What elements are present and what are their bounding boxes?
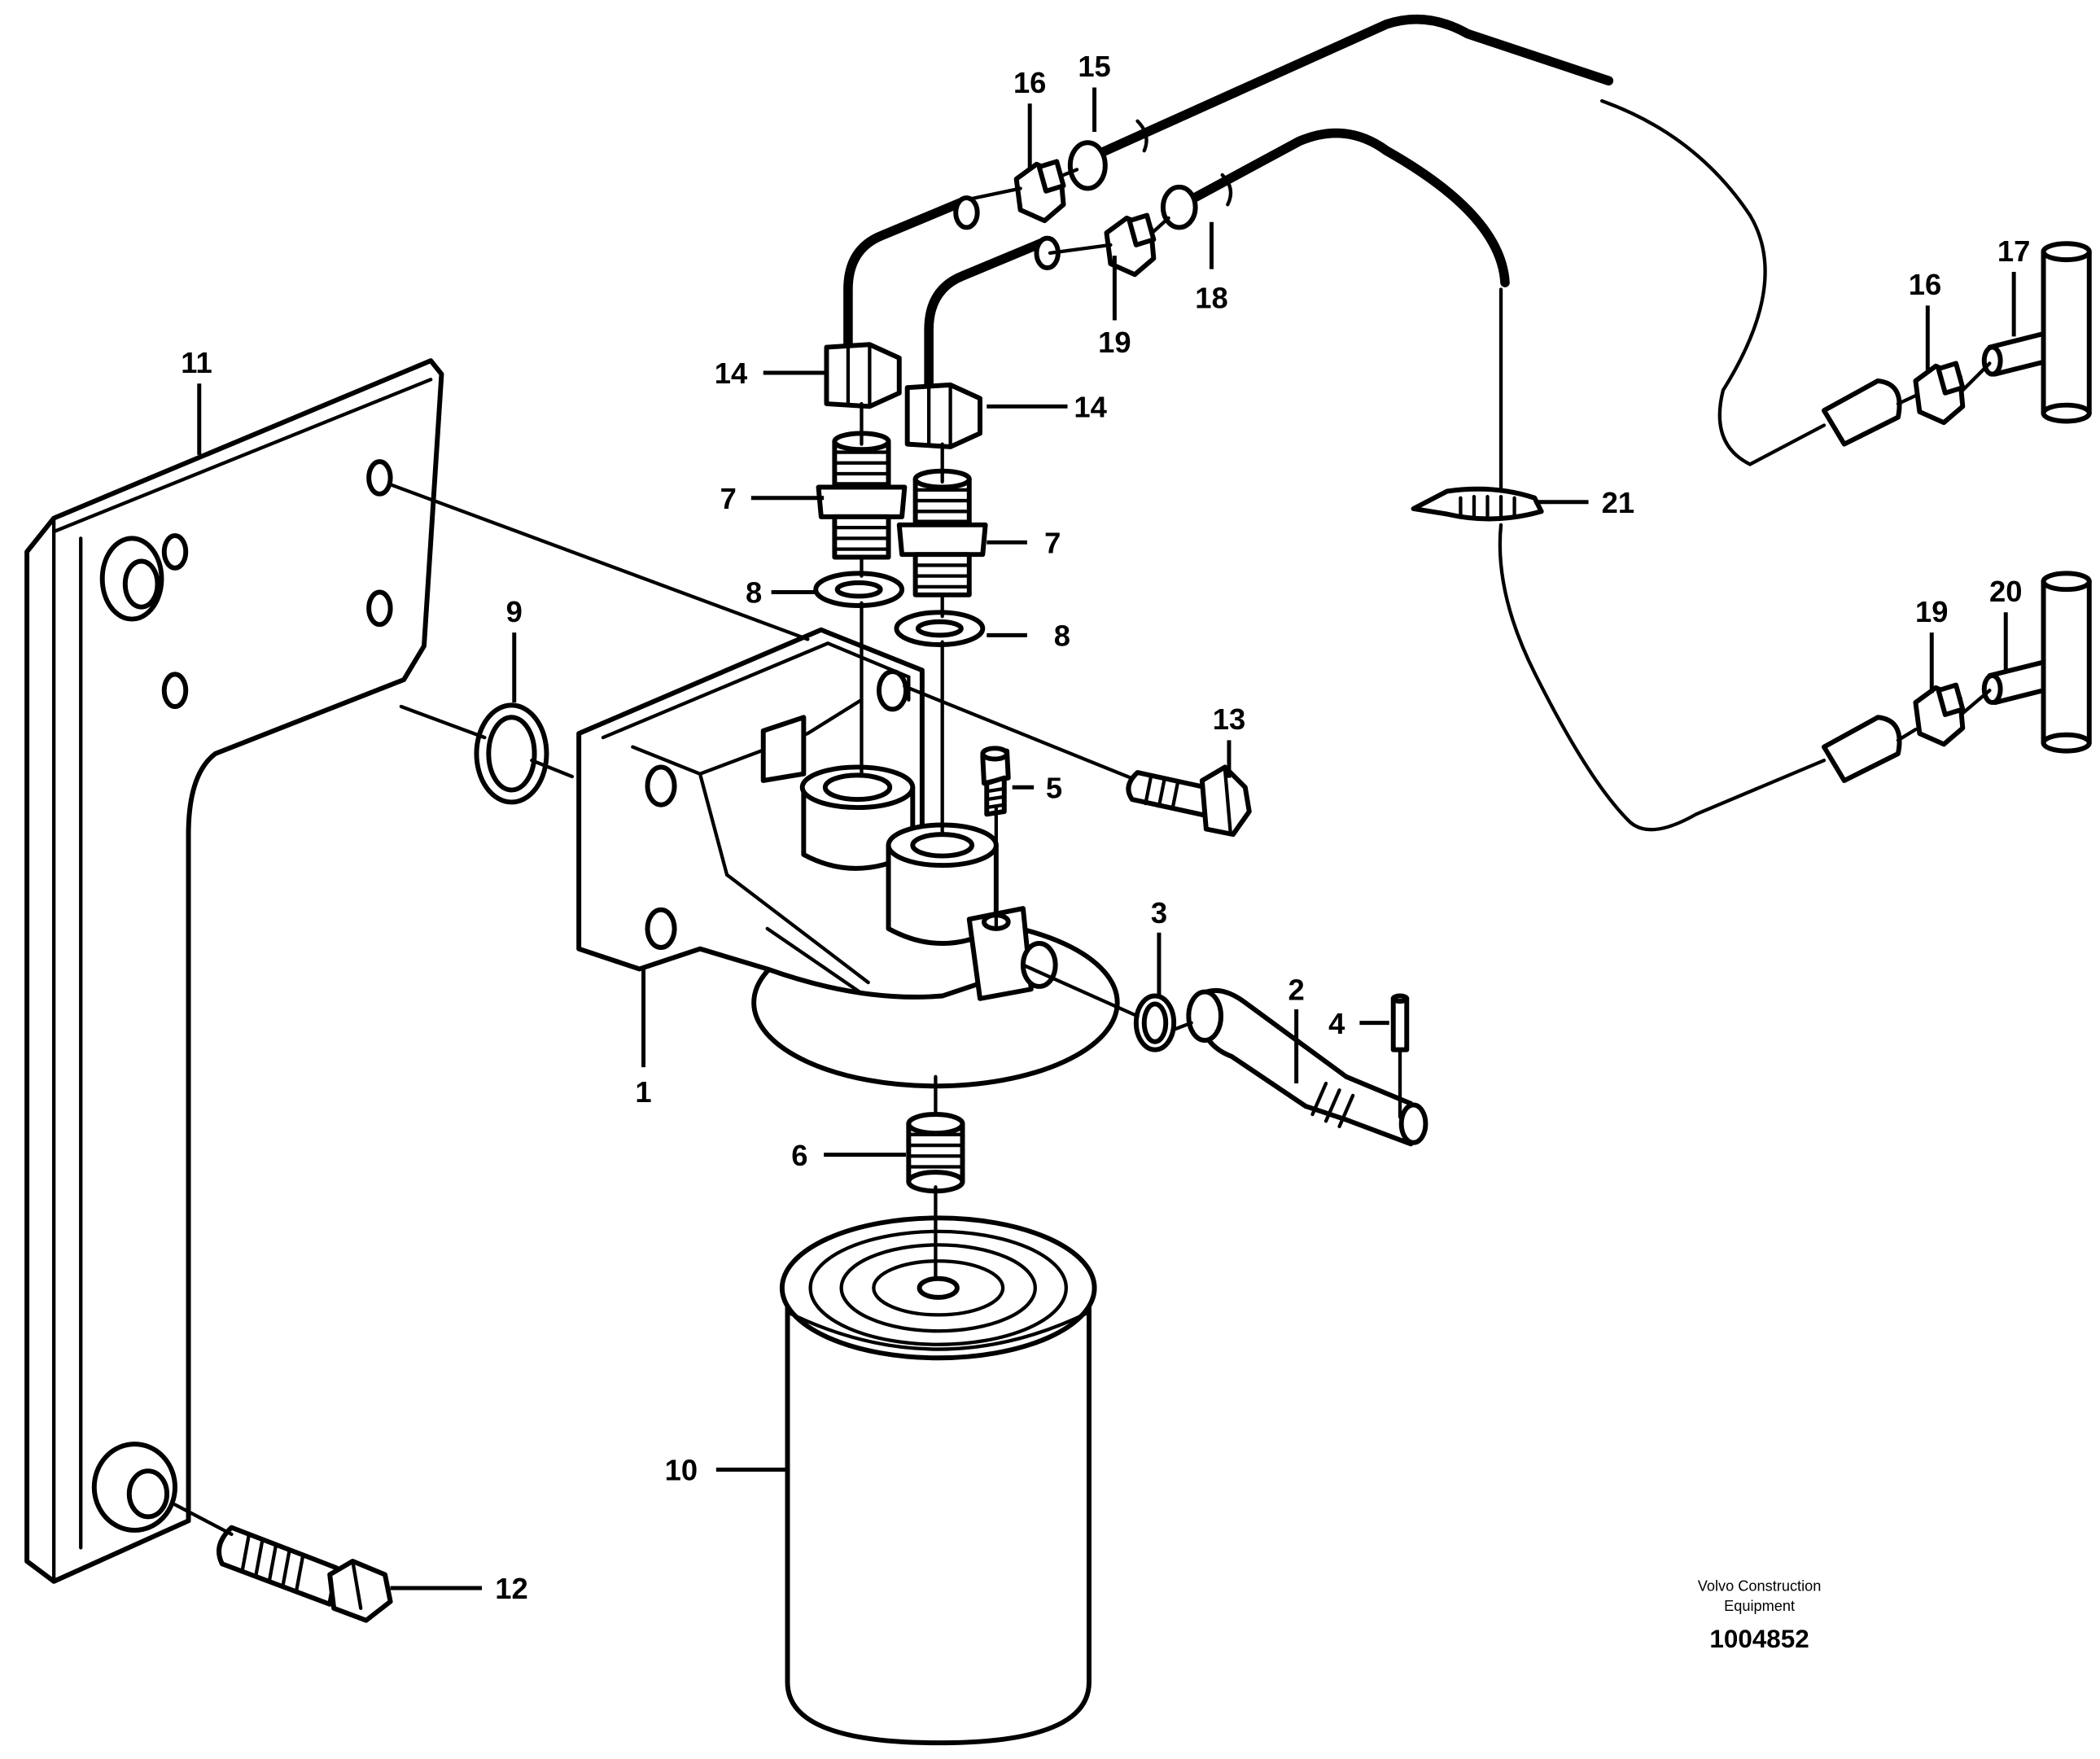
- callout-3: 3: [1151, 896, 1167, 930]
- hose-clamp-right-upper-part: [1913, 361, 1966, 426]
- callout-16-upper: 16: [1013, 66, 1046, 99]
- callout-labels: 1 2 3 4 5 6 7 7 8 8 9 10 11 12 13 14 14 …: [181, 50, 2030, 1605]
- callout-7-right: 7: [1044, 527, 1061, 560]
- hose-end-right-upper-part: [1821, 378, 1902, 447]
- mounting-bracket-part: [24, 358, 444, 1584]
- cable-tie-part: [1411, 486, 1544, 522]
- adapter-nipple-left-part: [816, 431, 908, 560]
- pin-part: [1390, 993, 1410, 1052]
- sealing-washer-right-part: [894, 610, 986, 647]
- o-ring-small-part: [1133, 993, 1177, 1052]
- callout-leader-lines: [197, 87, 2016, 1591]
- brand-line-1: Volvo Construction: [1698, 1577, 1822, 1594]
- tee-connector-upper-part: [1981, 241, 2092, 424]
- callout-7-left: 7: [720, 482, 737, 515]
- hose-clamp-lower-part: [1104, 212, 1157, 278]
- callout-18: 18: [1195, 282, 1227, 315]
- flange-bolt-part: [1126, 764, 1252, 838]
- callout-13: 13: [1213, 702, 1245, 736]
- union-nut-right-part: [904, 382, 982, 449]
- hose-lower-part: [1160, 128, 1510, 288]
- assembly-lines: [173, 98, 1992, 1537]
- return-pipe-part: [843, 195, 1061, 398]
- hose-clamp-upper-part: [1013, 159, 1066, 224]
- callout-1: 1: [635, 1075, 651, 1109]
- callout-11: 11: [181, 346, 212, 379]
- callout-17: 17: [1997, 234, 2030, 268]
- o-ring-part: [474, 702, 549, 805]
- callout-12: 12: [495, 1572, 527, 1605]
- callout-16-right: 16: [1909, 268, 1941, 301]
- callout-15: 15: [1078, 50, 1110, 83]
- union-nut-left-part: [824, 342, 902, 409]
- bracket-bolt-part: [217, 1525, 393, 1623]
- temperature-sensor-part: [1186, 988, 1428, 1147]
- callout-8-right: 8: [1054, 619, 1070, 653]
- adapter-nipple-right-part: [896, 468, 988, 597]
- hose-end-right-lower-part: [1821, 715, 1902, 783]
- filter-head-part: [576, 627, 1120, 1089]
- callout-19-right: 19: [1915, 595, 1948, 628]
- threaded-nipple-part: [906, 1112, 965, 1194]
- callout-8-left: 8: [746, 576, 762, 610]
- hose-clamp-right-lower-part: [1913, 682, 1966, 747]
- callout-19-upper: 19: [1098, 326, 1131, 359]
- callout-9: 9: [506, 595, 523, 628]
- callout-2: 2: [1288, 973, 1305, 1006]
- callout-21: 21: [1602, 486, 1634, 519]
- sealing-washer-left-part: [813, 571, 905, 609]
- callout-20: 20: [1989, 575, 2022, 608]
- callout-4: 4: [1328, 1007, 1345, 1040]
- drawing-number: 1004852: [1709, 1625, 1809, 1653]
- title-block: Volvo Construction Equipment 1004852: [1698, 1577, 1822, 1652]
- hose-upper-part: [1067, 14, 1614, 191]
- socket-screw-part: [980, 746, 1011, 817]
- callout-5: 5: [1046, 771, 1062, 804]
- callout-6: 6: [791, 1139, 807, 1172]
- brand-line-2: Equipment: [1724, 1598, 1795, 1614]
- oil-filter-part: [779, 1215, 1097, 1746]
- callout-14-left: 14: [715, 357, 748, 390]
- callout-14-right: 14: [1074, 391, 1107, 424]
- callout-10: 10: [665, 1454, 698, 1487]
